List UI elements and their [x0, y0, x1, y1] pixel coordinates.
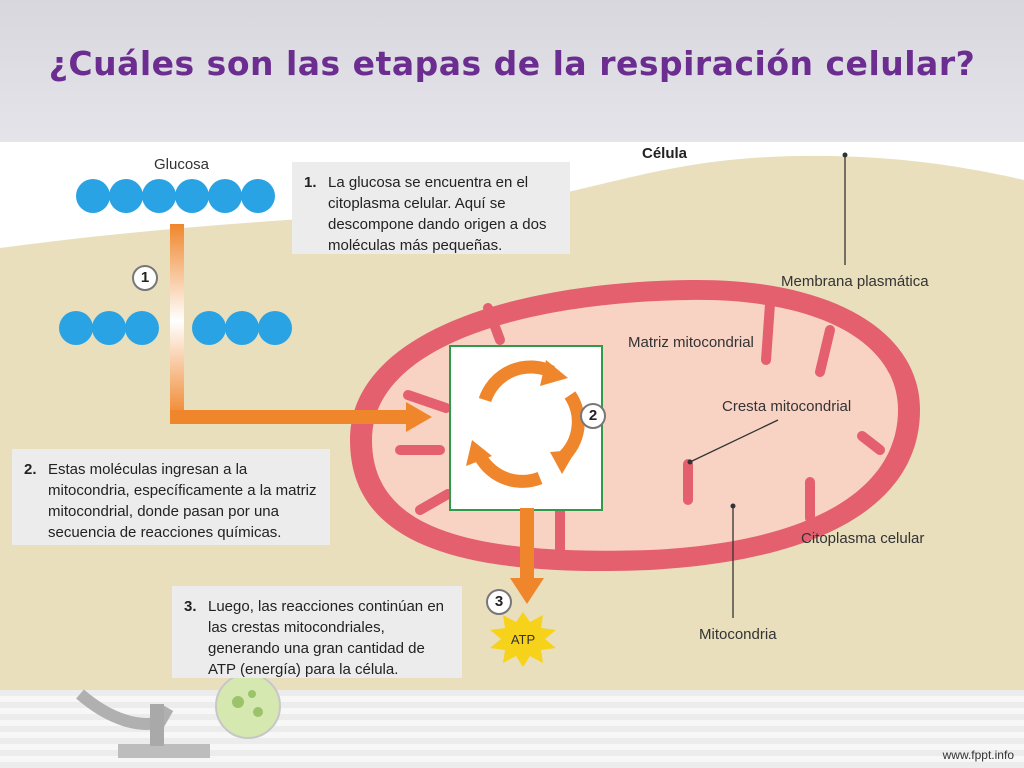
page-title: ¿Cuáles son las etapas de la respiración…: [48, 44, 976, 83]
label-citoplasma: Citoplasma celular: [801, 530, 925, 547]
step-marker-2: 2: [580, 403, 606, 429]
step-3-box: 3. Luego, las reacciones continúan en la…: [172, 586, 462, 678]
label-celula: Célula: [642, 145, 688, 162]
label-glucosa: Glucosa: [154, 156, 210, 173]
arrow-to-atp-head: [510, 578, 544, 604]
atp-burst-icon: [490, 612, 556, 667]
step-2-text: Estas moléculas ingresan a la mitocondri…: [48, 461, 317, 541]
arrow-to-atp: [520, 508, 534, 580]
watermark: www.fppt.info: [942, 748, 1014, 762]
arrow-glucose-head: [406, 402, 432, 432]
arrow-glucose-vertical: [170, 224, 184, 418]
step-1-number: 1.: [304, 174, 317, 191]
step-marker-1: 1: [132, 265, 158, 291]
label-matriz: Matriz mitocondrial: [628, 334, 754, 351]
pyruvate-molecule-right: [192, 311, 292, 345]
label-cresta: Cresta mitocondrial: [722, 398, 852, 415]
cycle-arrowheads: [466, 360, 576, 474]
step-3-number: 3.: [184, 598, 197, 615]
step-2-box: 2. Estas moléculas ingresan a la mitocon…: [12, 449, 330, 545]
arrow-glucose-horizontal: [170, 410, 408, 424]
label-membrana: Membrana plasmática: [781, 273, 929, 290]
step-marker-3: 3: [486, 589, 512, 615]
microscope-illustration: [76, 689, 210, 758]
pyruvate-molecule-left: [59, 311, 159, 345]
step-2-number: 2.: [24, 461, 37, 478]
petri-dish-illustration: [215, 673, 281, 739]
header-band: [0, 0, 1024, 142]
mitochondrial-cristae: [395, 299, 885, 557]
step-1-text: La glucosa se encuentra en el citoplasma…: [328, 174, 547, 254]
glucose-molecule: [76, 179, 275, 213]
label-mitocondria: Mitocondria: [699, 626, 777, 643]
step-1-box: 1. La glucosa se encuentra en el citopla…: [292, 162, 570, 254]
leader-lines: [689, 155, 846, 618]
step-3-text: Luego, las reacciones continúan en las c…: [208, 598, 445, 678]
label-atp: ATP: [510, 632, 536, 647]
